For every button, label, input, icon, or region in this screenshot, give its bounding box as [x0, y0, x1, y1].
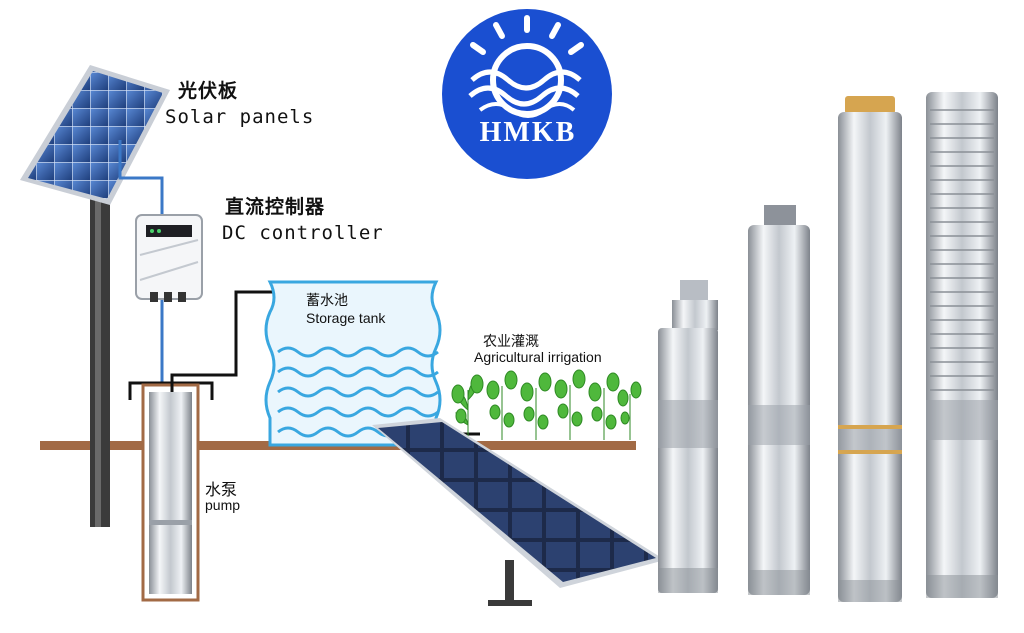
hmkb-logo — [442, 9, 612, 179]
dc-controller-box — [135, 214, 203, 302]
pump-label-cn: 水泵 — [205, 480, 238, 499]
pump-product-2 — [748, 205, 810, 595]
pump-product-1 — [658, 280, 718, 593]
pipe-pump-tank — [170, 290, 296, 392]
solar-panels-label-cn: 光伏板 — [178, 80, 239, 102]
pump-product-3 — [838, 96, 902, 602]
irrigation-crops — [451, 369, 642, 440]
pump-product-4 — [926, 92, 998, 598]
irrigation-label-en: Agricultural irrigation — [474, 349, 602, 365]
dc-controller-label-cn: 直流控制器 — [225, 196, 326, 218]
storage-tank — [264, 280, 442, 447]
storage-tank-label-en: Storage tank — [306, 310, 386, 326]
pump-label-en: pump — [205, 497, 241, 513]
dc-controller-label-en: DC controller — [222, 222, 384, 244]
solar-array-ground — [372, 418, 665, 606]
cable-panel-controller — [118, 140, 164, 218]
solar-panel-top — [20, 65, 170, 205]
solar-panels-label-en: Solar panels — [165, 106, 315, 128]
logo-text: HMKB — [479, 117, 577, 148]
storage-tank-label-cn: 蓄水池 — [306, 293, 348, 309]
irrigation-label-cn: 农业灌溉 — [483, 334, 539, 350]
water-well — [128, 381, 214, 602]
